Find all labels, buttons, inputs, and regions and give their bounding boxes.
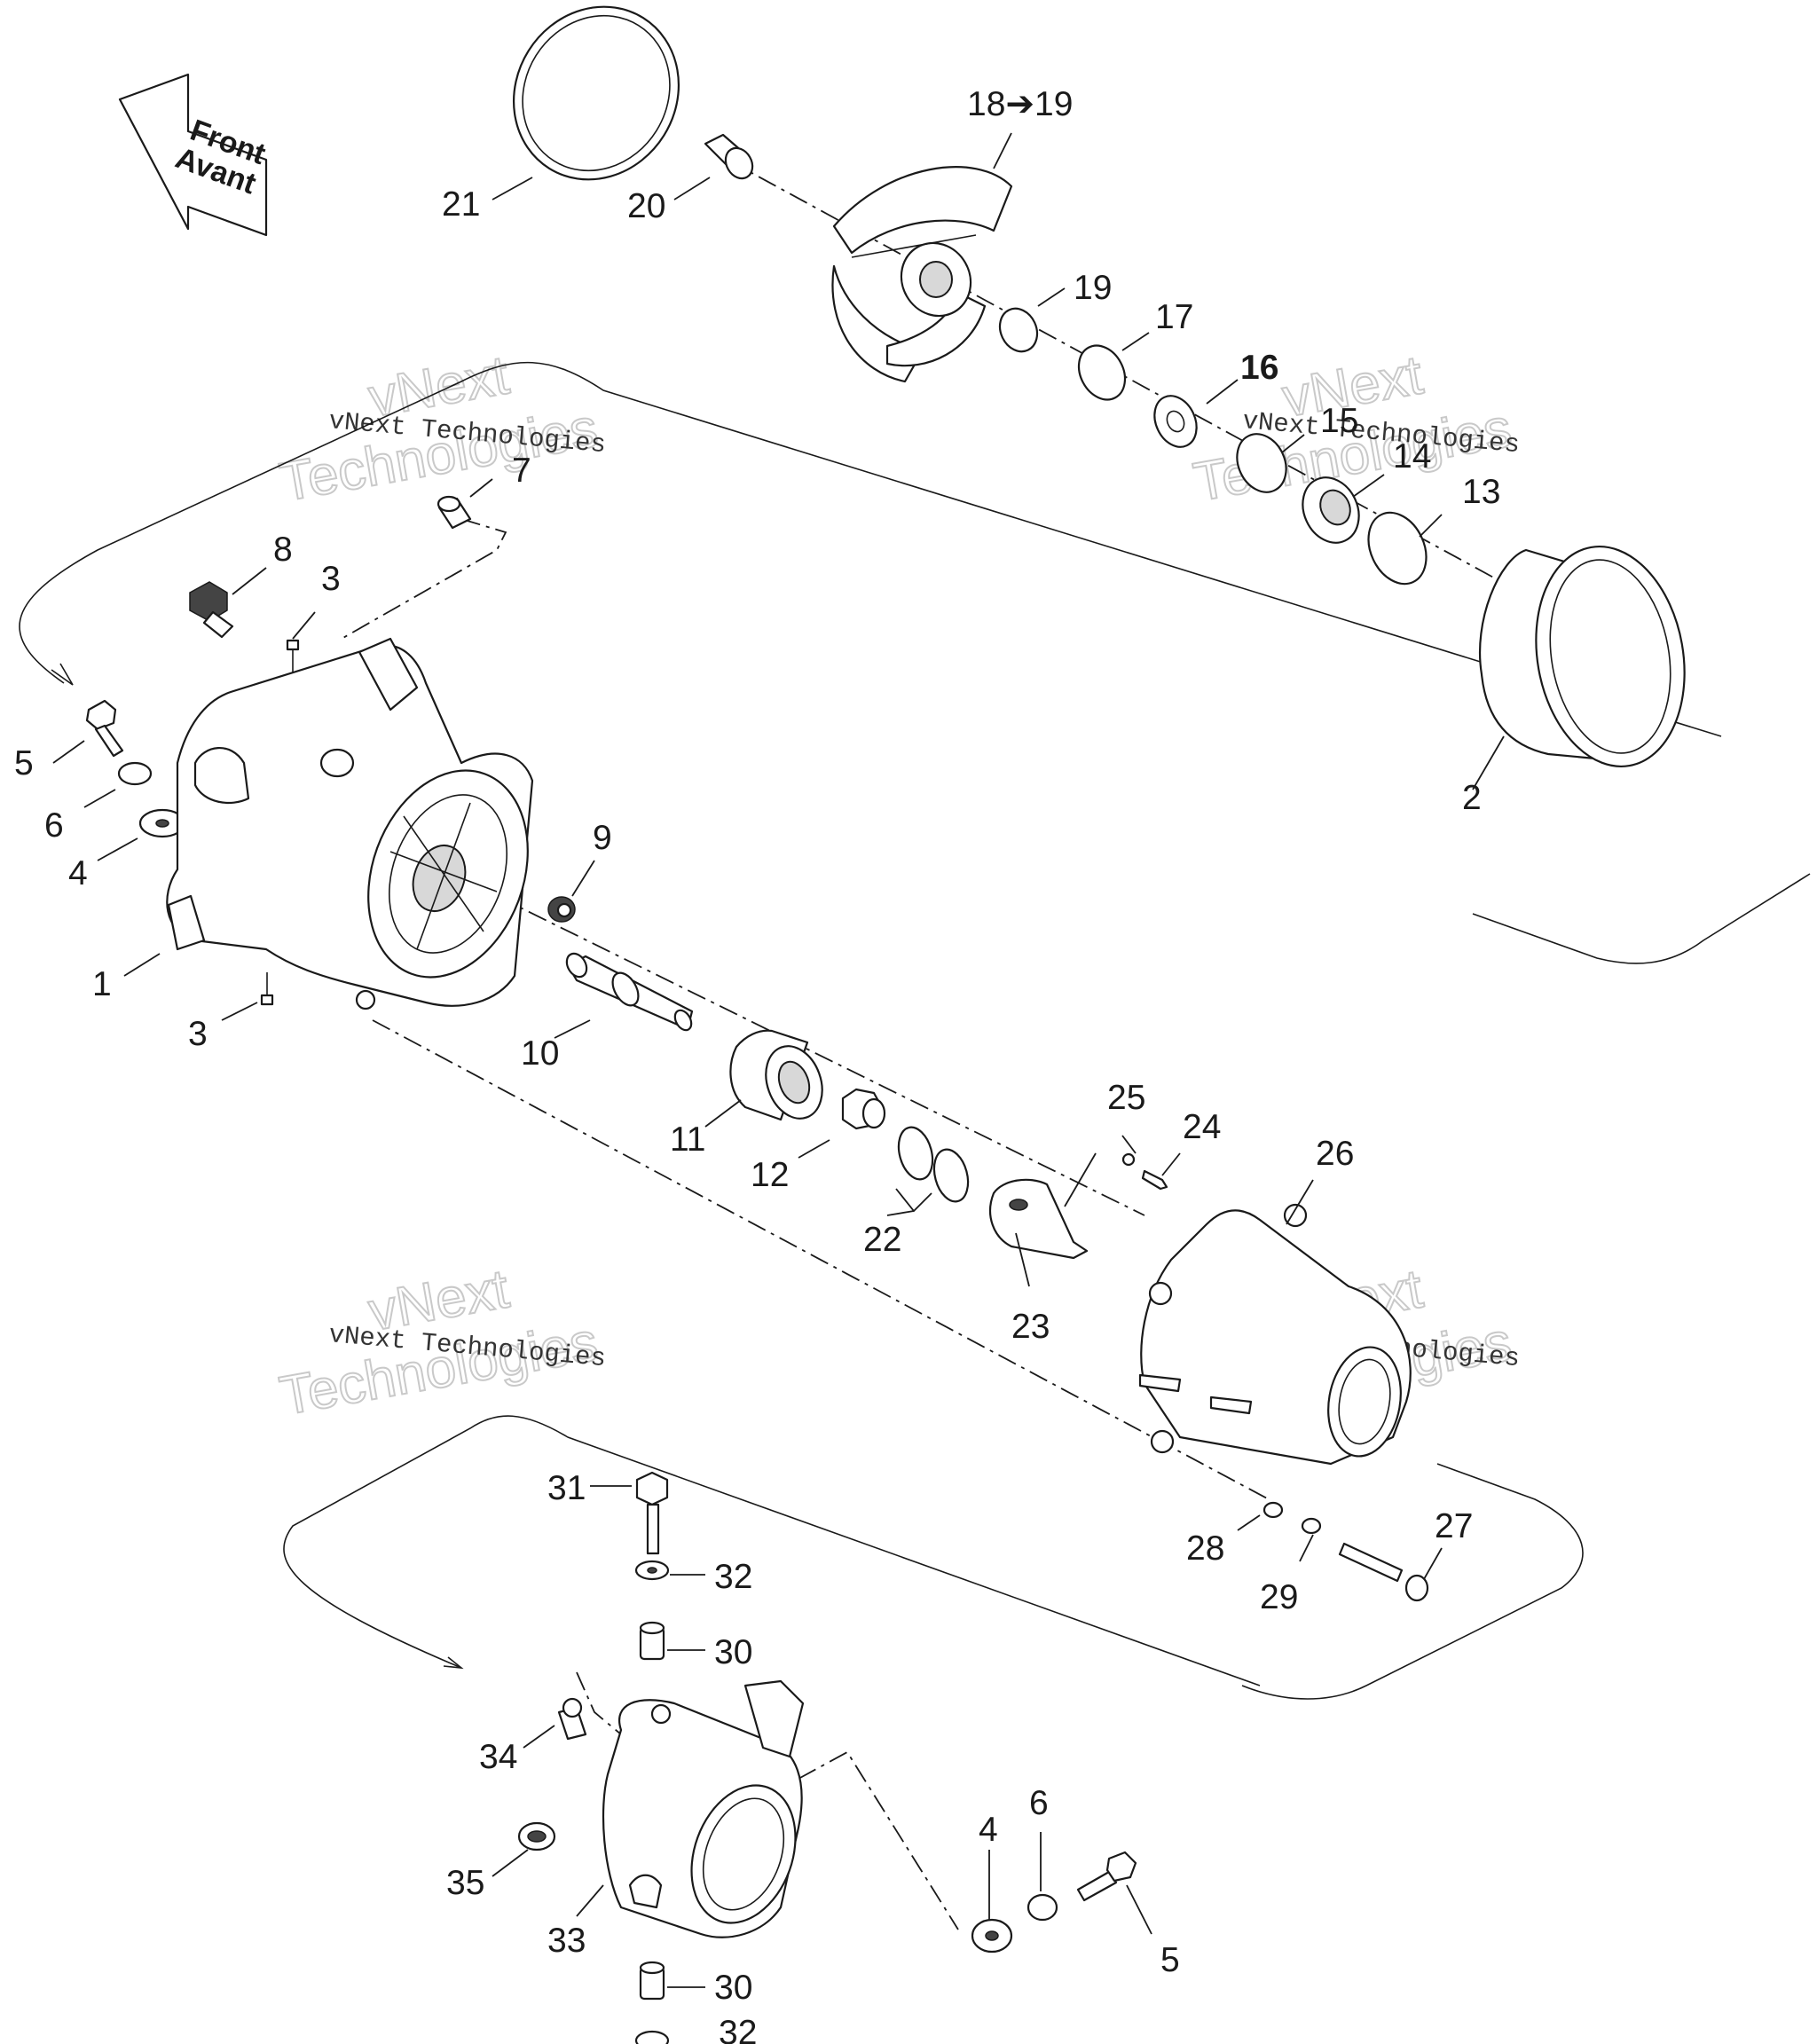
label-35: 35 [446,1864,484,1902]
label-21: 21 [442,185,480,224]
part-26-venturi [1138,1203,1412,1466]
label-13: 13 [1462,473,1500,511]
axis-line-shaft [496,895,1145,1216]
part-32-washer-upper [634,1560,670,1581]
label-33: 33 [547,1922,586,1960]
part-32-washer-lower [634,2030,670,2044]
part-23-cone [989,1178,1089,1260]
label-31: 31 [547,1469,586,1507]
part-3-screw-bottom [260,972,274,1006]
label-20: 20 [627,187,665,225]
label-5-lower: 5 [1160,1941,1180,1979]
label-19: 19 [1074,269,1112,307]
part-33-nozzle [602,1679,805,1938]
label-1: 1 [92,965,112,1003]
part-5-bolt-lower [1076,1851,1137,1902]
label-30-lower: 30 [714,1969,752,2007]
label-32-upper: 32 [714,1558,752,1596]
flow-arrow-left [51,663,74,686]
label-2: 2 [1462,779,1482,817]
axis-line-nozzle-left [576,1671,622,1735]
label-7: 7 [512,452,531,490]
label-16: 16 [1240,349,1278,387]
part-27-bolt [1338,1542,1429,1602]
label-30-upper: 30 [714,1633,752,1671]
part-9-seal [547,896,576,923]
part-20-sleeve [704,133,754,180]
label-12: 12 [751,1156,789,1194]
part-35-grommet [517,1821,556,1851]
part-18-impeller [831,166,1013,383]
part-24-screw [1141,1169,1168,1191]
part-6-washer-upper [117,761,153,786]
part-5-bolt-upper [85,699,124,758]
assembly-outline-lower [283,1415,1261,1686]
label-28: 28 [1186,1529,1224,1568]
part-17-circlip [1077,344,1127,401]
watermark-mid-left: vNext Technologies vNext Technologies [274,1257,607,1427]
part-10-drive-shaft [565,952,694,1032]
label-9: 9 [593,819,612,857]
part-25-washer [1121,1152,1136,1167]
part-21-seal-ring [512,5,680,181]
part-13-o-ring [1367,511,1428,586]
assembly-outline-upper-right [1472,873,1811,964]
part-30-bushing-upper [639,1621,665,1661]
label-5-upper: 5 [14,744,34,782]
label-3-bottom: 3 [188,1015,208,1053]
label-22: 22 [863,1221,901,1259]
label-27: 27 [1435,1507,1473,1545]
label-10: 10 [521,1034,559,1073]
label-3-top: 3 [321,560,341,598]
assembly-outline-lower-right [1241,1463,1584,1700]
part-11-bearing [729,1029,823,1121]
axis-line-plug [341,518,507,640]
part-1-pump-housing [166,637,534,1010]
label-29: 29 [1260,1578,1298,1616]
part-7-plug [437,495,472,530]
leader-lines [52,132,1505,1988]
part-30-bushing-lower [639,1961,665,2001]
part-labels: 18➔19 21 20 19 17 16 15 14 13 7 8 3 5 6 … [14,85,1500,2044]
label-34: 34 [479,1738,517,1776]
part-29-washer [1301,1517,1322,1535]
part-22-o-ring-a [897,1126,934,1181]
front-direction-arrow: Front Avant [118,73,270,237]
label-18-19: 18➔19 [967,85,1073,123]
label-32-lower: 32 [719,2014,757,2044]
label-25: 25 [1107,1079,1145,1117]
label-17: 17 [1155,298,1193,336]
part-4-grommet-lower [971,1918,1013,1954]
label-26: 26 [1316,1135,1354,1173]
part-16-washer [1153,395,1198,448]
axis-line-nozzle-right [798,1750,959,1930]
part-19-o-ring [998,307,1039,353]
label-24: 24 [1183,1108,1221,1146]
part-8-drain-plug [189,581,234,639]
label-14: 14 [1393,437,1431,476]
part-28-washer [1262,1501,1284,1519]
label-6-upper: 6 [44,806,64,845]
flow-arrow-lower [443,1656,464,1670]
part-6-washer-lower [1026,1893,1058,1922]
part-15-ring [1236,433,1287,493]
label-11: 11 [670,1120,706,1159]
part-12-nut [841,1088,886,1130]
part-22-o-ring-b [932,1148,970,1203]
label-6-lower: 6 [1029,1784,1049,1822]
label-23: 23 [1011,1308,1050,1346]
part-14-bearing-seal [1302,476,1360,544]
watermark-top-left: vNext Technologies vNext Technologies [274,343,607,514]
label-4-upper: 4 [68,854,88,892]
label-8: 8 [273,531,293,569]
part-34-nut [557,1697,587,1741]
assembly-outline-upper [19,361,1722,737]
part-2-wear-ring [1478,545,1686,768]
label-4-lower: 4 [979,1811,998,1849]
part-31-bolt [635,1471,669,1555]
label-15: 15 [1320,402,1358,440]
axis-line-bolt [372,1019,1270,1500]
